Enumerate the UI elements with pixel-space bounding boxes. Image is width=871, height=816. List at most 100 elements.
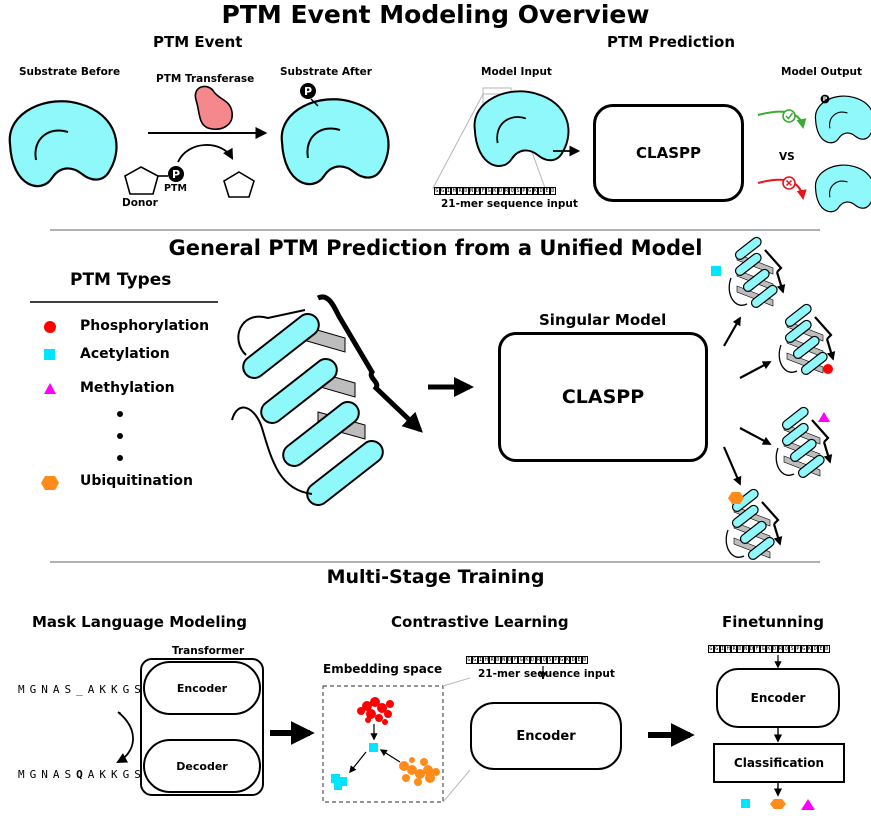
- substrate-after-label: Substrate After: [280, 66, 372, 78]
- type-methylation: Methylation: [80, 380, 175, 396]
- residue-cell: K: [806, 645, 813, 653]
- residue-cell: D: [748, 645, 755, 653]
- output-none-protein-icon: [814, 164, 871, 213]
- general-heading: General PTM Prediction from a Unified Mo…: [168, 236, 703, 260]
- residue-cell: R: [503, 187, 510, 195]
- phosphate-icon: [168, 166, 184, 182]
- residue-cell: I: [445, 187, 452, 195]
- ptm-label: PTM: [164, 183, 187, 194]
- transferase-label: PTM Transferase: [156, 73, 255, 85]
- residue-cell: D: [581, 656, 588, 664]
- ft-methyl-marker: [801, 799, 815, 810]
- masked-sequence: MGNAS_AKKGS: [18, 683, 146, 696]
- residue-cell: K: [491, 187, 498, 195]
- residue-cell: D: [497, 187, 504, 195]
- substrate-after-icon: [280, 98, 390, 186]
- sequence-caption-mid: 21-mer sequence input: [478, 668, 615, 680]
- ft-encoder-label: Encoder: [750, 691, 806, 705]
- embedding-space-box: [322, 685, 444, 803]
- cyan-cluster: [331, 774, 347, 790]
- curved-arrow: [177, 144, 234, 163]
- residue-cell: R: [777, 645, 784, 653]
- anchor-square: [369, 743, 378, 752]
- claspp-box-top: CLASPP: [593, 104, 744, 202]
- contrastive-encoder-label: Encoder: [516, 728, 576, 744]
- residue-cell: E: [818, 645, 824, 653]
- transferase-icon: [194, 85, 233, 130]
- residue-cell: G: [466, 656, 472, 664]
- residue-cell: Q: [509, 187, 516, 195]
- page-title: PTM Event Modeling Overview: [221, 0, 650, 29]
- model-input-label: Model Input: [481, 66, 552, 78]
- residue-cell: E: [576, 656, 582, 664]
- donor-label: Donor: [122, 197, 158, 209]
- filled-seq-post: AKKGS: [87, 768, 146, 781]
- transformer-label: Transformer: [172, 645, 245, 657]
- residue-cell: K: [532, 187, 539, 195]
- type-acetylation: Acetylation: [80, 346, 170, 362]
- residue-cell: P: [552, 656, 559, 664]
- residue-cell: R: [489, 656, 495, 664]
- residue-cell: R: [457, 187, 463, 195]
- residue-cell: K: [523, 656, 530, 664]
- filled-seq-pre: MGNAS: [18, 768, 77, 781]
- residue-cell: F: [512, 656, 519, 664]
- ubiquitination-marker: [41, 476, 59, 490]
- finetune-heading: Finetunning: [722, 613, 825, 631]
- mlm-encoder-label: Encoder: [176, 681, 228, 695]
- donor-pentagon-icon: [124, 166, 159, 195]
- claspp-label-main: CLASPP: [561, 386, 645, 408]
- residue-cell: D: [506, 656, 513, 664]
- substrate-before-icon: [8, 100, 118, 188]
- residue-cell: F: [754, 645, 761, 653]
- residue-cell: Q: [783, 645, 790, 653]
- type-phosphorylation: Phosphorylation: [80, 318, 210, 334]
- residue-cell: D: [529, 656, 536, 664]
- type-ubiquitination: Ubiquitination: [80, 473, 193, 489]
- residue-cell: G: [558, 656, 565, 664]
- residue-cell: P: [520, 187, 527, 195]
- residue-cell: D: [474, 187, 481, 195]
- output-phospho-badge: [820, 94, 830, 104]
- residue-cell: P: [794, 645, 801, 653]
- residue-cell: G: [486, 187, 492, 195]
- contrastive-encoder-box: Encoder: [470, 702, 622, 770]
- residue-cell: E: [544, 187, 550, 195]
- residue-cell: R: [535, 656, 542, 664]
- red-cluster: [357, 697, 394, 725]
- residue-cell: G: [439, 187, 446, 195]
- sequence-caption-top: 21-mer sequence input: [441, 198, 578, 210]
- residue-cell: K: [564, 656, 571, 664]
- contrastive-heading: Contrastive Learning: [391, 613, 569, 631]
- residue-cell: D: [462, 187, 469, 195]
- residue-cell: D: [570, 656, 577, 664]
- ft-ubiq-marker: [770, 799, 786, 809]
- phosphorylation-marker: [44, 321, 56, 333]
- claspp-box-main: CLASPP: [498, 332, 708, 462]
- residue-cell: G: [526, 187, 533, 195]
- residue-cell: G: [800, 645, 807, 653]
- residue-cell: G: [713, 645, 720, 653]
- residue-cell: G: [760, 645, 766, 653]
- mlm-decoder-label: Decoder: [176, 759, 228, 773]
- residue-cell: Q: [541, 656, 548, 664]
- substrate-before-label: Substrate Before: [19, 66, 121, 78]
- ft-acetyl-marker: [741, 799, 750, 808]
- residue-cell: H: [725, 645, 732, 653]
- residue-cell: D: [736, 645, 743, 653]
- ft-encoder-box: Encoder: [716, 668, 840, 728]
- mlm-decoder-box: Decoder: [143, 739, 261, 793]
- classification-box: Classification: [713, 743, 845, 783]
- model-input-protein-icon: [473, 90, 570, 167]
- residue-cell: S: [515, 187, 521, 195]
- product-pentagon-icon: [223, 171, 255, 198]
- residue-cell: F: [480, 187, 487, 195]
- residue-cell: I: [477, 656, 484, 664]
- residue-cell: N: [742, 645, 749, 653]
- mlm-heading: Mask Language Modeling: [32, 613, 248, 631]
- ptm-prediction-heading: PTM Prediction: [607, 33, 736, 51]
- embedding-space-label: Embedding space: [323, 662, 443, 676]
- residue-cell: I: [719, 645, 726, 653]
